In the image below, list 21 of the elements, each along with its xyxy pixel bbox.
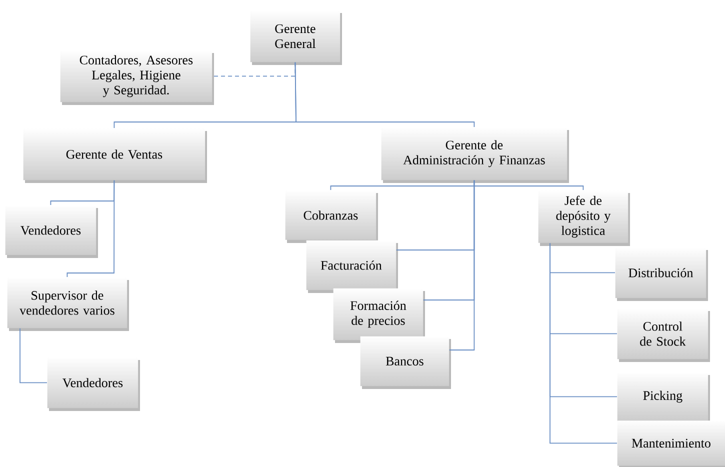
org-box: Formación de precios [333, 288, 425, 343]
connector-line [294, 62, 475, 128]
org-box: Facturación [306, 240, 398, 293]
org-box: Gerente de Ventas [23, 128, 207, 183]
org-box: Vendedores [47, 357, 140, 411]
org-box: Distribución [615, 247, 708, 301]
org-box: Gerente de Administración y Finanzas [381, 127, 569, 183]
org-box: Contadores, Asesores Legales, Higiene y Seguridad. [60, 50, 214, 105]
org-box: Cobranzas [285, 190, 378, 243]
connector-line [20, 328, 48, 384]
org-box: Bancos [360, 336, 451, 389]
org-box: Vendedores [5, 205, 98, 258]
org-box: Gerente General [250, 10, 342, 65]
org-box: Control de Stock [617, 308, 710, 362]
org-box: Mantenimiento [617, 420, 725, 467]
org-box: Jefe de depósito y logistica [538, 190, 630, 246]
connector-line [66, 180, 115, 278]
connector-line [550, 242, 618, 444]
org-box: Picking [617, 372, 710, 424]
org-box: Supervisor de vendedores varios [7, 277, 129, 331]
connector-line [474, 180, 584, 190]
